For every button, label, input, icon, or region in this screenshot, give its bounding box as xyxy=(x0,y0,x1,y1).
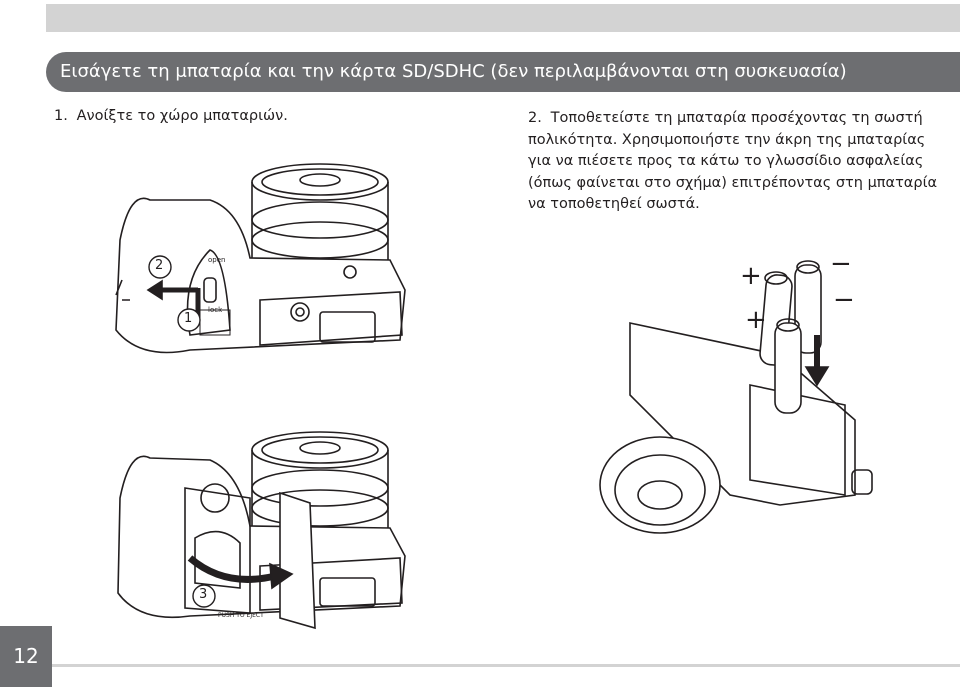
step-1-text: Ανοίξτε το χώρο μπαταριών. xyxy=(76,108,288,124)
figure-insert-batteries: + + − − xyxy=(590,245,890,545)
figure-open-compartment: 2 1 open lock xyxy=(110,160,410,375)
step-2-number: 2. xyxy=(528,110,542,126)
step-1: 1. Ανοίξτε το χώρο μπαταριών. xyxy=(54,108,288,124)
callout-2-label: 2 xyxy=(155,258,164,273)
label-lock: lock xyxy=(208,306,223,314)
callout-1-label: 1 xyxy=(184,311,193,326)
step-1-number: 1. xyxy=(54,108,68,124)
callout-1 xyxy=(177,308,201,332)
callout-3-label: 3 xyxy=(199,587,208,602)
section-header: Εισάγετε τη μπαταρία και την κάρτα SD/SD… xyxy=(46,52,960,92)
minus-sign-1: − xyxy=(830,249,852,279)
step-2-text: Τοποθετείστε τη μπαταρία προσέχοντας τη … xyxy=(528,110,938,212)
figure-compartment-open: 3 PUSH TO EJECT xyxy=(110,428,410,638)
plus-sign-2: + xyxy=(745,305,767,335)
callout-2 xyxy=(148,255,172,279)
callout-3 xyxy=(192,584,216,608)
bottom-rule xyxy=(52,664,960,667)
step-2: 2. Τοποθετείστε τη μπαταρία προσέχοντας … xyxy=(528,108,948,216)
label-push-to-eject: PUSH TO EJECT xyxy=(218,612,264,619)
plus-sign-1: + xyxy=(740,261,762,291)
top-bar xyxy=(46,4,960,32)
minus-sign-2: − xyxy=(833,285,855,315)
page-number: 12 xyxy=(0,626,52,687)
label-open: open xyxy=(208,256,226,264)
